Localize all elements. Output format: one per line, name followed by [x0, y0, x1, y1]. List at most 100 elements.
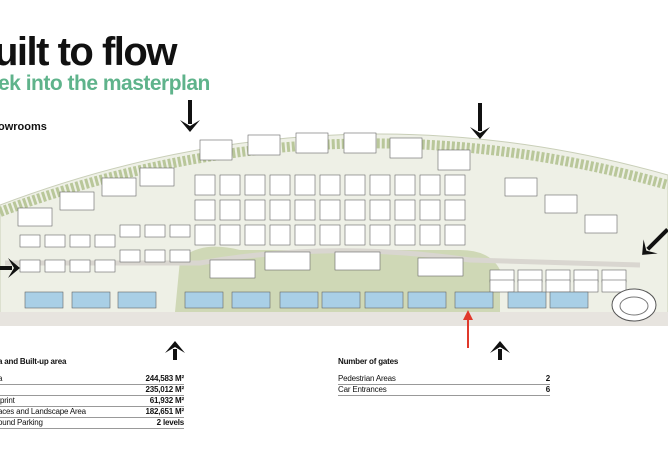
area-table-title: a and Built-up area	[0, 357, 67, 366]
townhouse	[394, 199, 416, 221]
townhouse	[573, 279, 599, 293]
townhouse	[194, 174, 216, 196]
pool-building	[71, 291, 111, 309]
townhouse	[444, 174, 466, 196]
townhouse	[294, 224, 316, 246]
row-value: 235,012 M²	[145, 385, 185, 394]
building	[295, 132, 329, 154]
townhouse	[119, 224, 141, 238]
podium-building	[209, 259, 256, 279]
landmark-building	[611, 288, 657, 322]
pool-building	[231, 291, 271, 309]
table-row: aces and Landscape Area 182,651 M²	[0, 407, 184, 418]
building	[584, 214, 618, 234]
townhouse	[194, 199, 216, 221]
arrow-up-icon	[490, 341, 510, 360]
row-label: aces and Landscape Area	[0, 407, 86, 416]
south-road	[0, 312, 668, 326]
building	[17, 207, 53, 227]
building	[59, 191, 95, 211]
townhouse	[19, 259, 41, 273]
townhouse	[517, 279, 543, 293]
row-value: 244,583 M²	[145, 374, 185, 383]
townhouse	[294, 199, 316, 221]
showrooms-label: owrooms	[0, 121, 47, 133]
townhouse	[344, 199, 366, 221]
townhouse	[144, 224, 166, 238]
podium-building	[334, 251, 381, 271]
row-value: 182,651 M²	[145, 407, 185, 416]
townhouse	[545, 279, 571, 293]
townhouse	[169, 249, 191, 263]
pool-building	[364, 291, 404, 309]
row-label: tprint	[0, 396, 15, 405]
arrow-right-icon	[0, 258, 20, 278]
townhouse	[94, 234, 116, 248]
townhouse	[601, 279, 627, 293]
row-label: Pedestrian Areas	[338, 374, 396, 383]
townhouse	[44, 259, 66, 273]
table-row: Pedestrian Areas 2	[338, 374, 550, 385]
townhouse	[194, 224, 216, 246]
pool-building	[549, 291, 589, 309]
townhouse	[219, 199, 241, 221]
townhouse	[269, 199, 291, 221]
podium-building	[417, 257, 464, 277]
page-title: uilt to flow	[0, 30, 177, 74]
pool-building	[507, 291, 547, 309]
townhouse	[69, 234, 91, 248]
pool-building	[117, 291, 157, 309]
townhouse	[19, 234, 41, 248]
building	[544, 194, 578, 214]
building	[343, 132, 377, 154]
table-row: tprint 61,932 M²	[0, 396, 184, 407]
podium-building	[264, 251, 311, 271]
townhouse	[169, 224, 191, 238]
townhouse	[319, 199, 341, 221]
pool-building	[279, 291, 319, 309]
arrow-up-red-icon	[463, 310, 473, 348]
row-label: ound Parking	[0, 418, 43, 427]
building	[199, 139, 233, 161]
row-value: 2	[545, 374, 550, 383]
townhouse	[394, 174, 416, 196]
townhouse	[319, 174, 341, 196]
gates-table-title: Number of gates	[338, 357, 399, 366]
townhouse	[419, 224, 441, 246]
pool-building	[321, 291, 361, 309]
townhouse	[269, 174, 291, 196]
townhouse	[319, 224, 341, 246]
townhouse	[369, 224, 391, 246]
townhouse	[269, 224, 291, 246]
townhouse	[444, 224, 466, 246]
building	[389, 137, 423, 159]
pool-building	[184, 291, 224, 309]
townhouse	[444, 199, 466, 221]
townhouse	[69, 259, 91, 273]
landmark-building-inner	[619, 296, 649, 316]
masterplan-map	[0, 100, 668, 360]
townhouse	[119, 249, 141, 263]
townhouse	[394, 224, 416, 246]
building	[101, 177, 137, 197]
townhouse	[44, 234, 66, 248]
arrow-up-icon	[165, 341, 185, 360]
row-value: 6	[545, 385, 550, 394]
townhouse	[369, 174, 391, 196]
townhouse	[219, 224, 241, 246]
pool-building	[454, 291, 494, 309]
page-subtitle: ek into the masterplan	[0, 72, 210, 95]
townhouse	[294, 174, 316, 196]
row-value: 61,932 M²	[149, 396, 184, 405]
perimeter-landscape	[0, 138, 668, 217]
building	[504, 177, 538, 197]
townhouse	[369, 199, 391, 221]
townhouse	[94, 259, 116, 273]
townhouse	[244, 224, 266, 246]
arrow-down-left-icon	[642, 228, 668, 255]
townhouse	[489, 279, 515, 293]
